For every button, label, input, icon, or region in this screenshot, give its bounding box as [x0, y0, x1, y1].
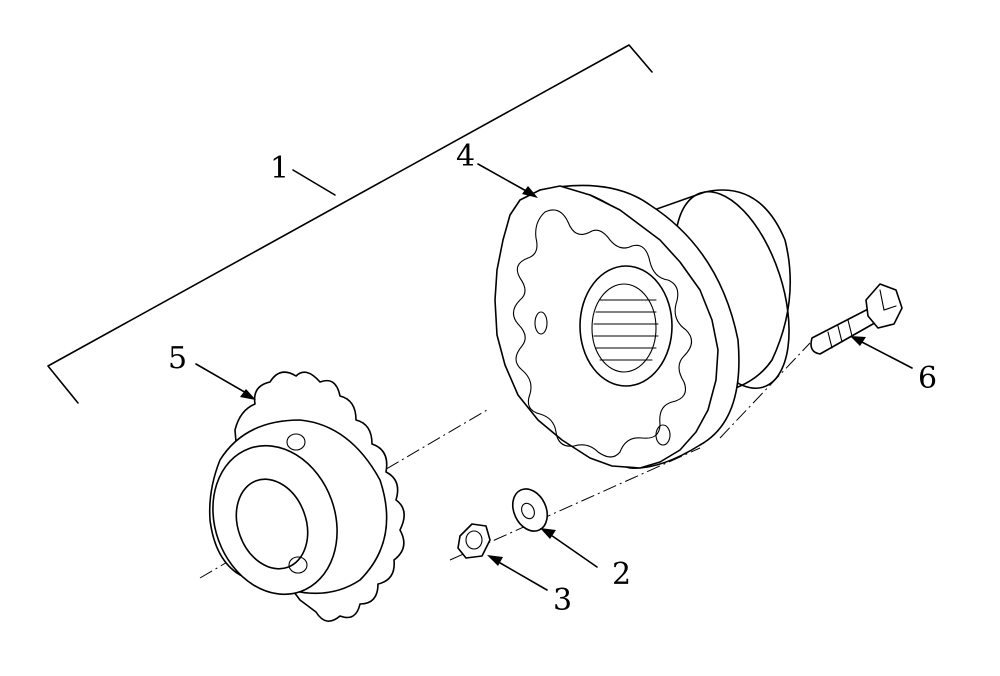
- flange-hole-lower: [655, 424, 671, 446]
- bolt-part: [810, 283, 903, 355]
- leader-lines: [195, 163, 913, 591]
- callout-2: 2: [612, 557, 631, 592]
- callout-5: 5: [168, 341, 187, 376]
- center-line-lower: [449, 447, 701, 561]
- center-line-right: [719, 342, 811, 439]
- setscrew-hole: [286, 433, 306, 451]
- sprocket-part: [208, 371, 405, 622]
- callout-3: 3: [553, 583, 572, 618]
- hub-part: [494, 184, 792, 469]
- callout-6: 6: [918, 361, 937, 396]
- callout-4: 4: [456, 139, 475, 174]
- washer-part: [511, 488, 549, 532]
- nut-part: [457, 523, 491, 559]
- setscrew-hole-lower: [288, 556, 308, 574]
- spline-teeth: [591, 283, 659, 373]
- callout-1: 1: [270, 151, 289, 186]
- flange-hole: [534, 311, 548, 335]
- assembly-bracket: [47, 44, 653, 404]
